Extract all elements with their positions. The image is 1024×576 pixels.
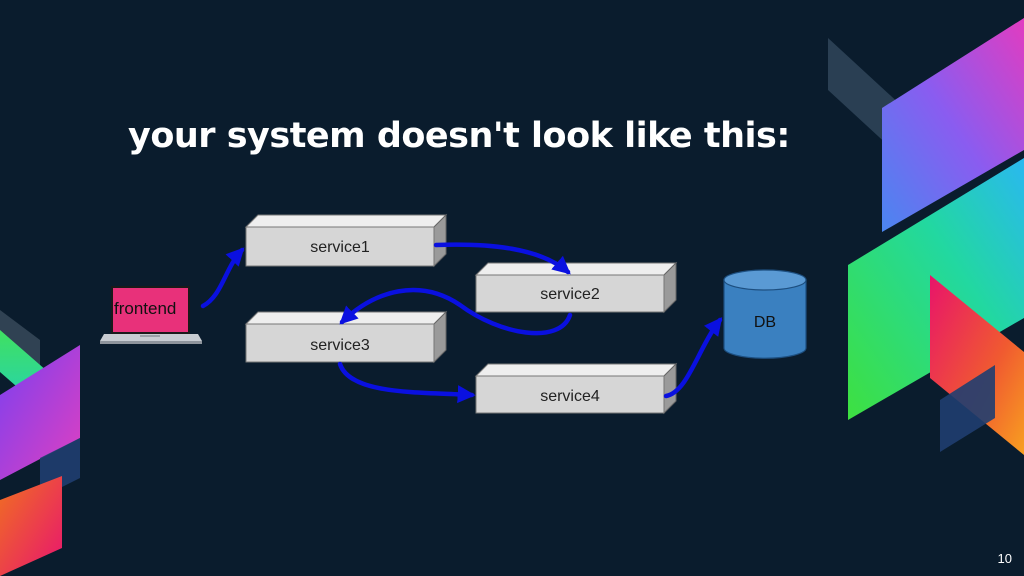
service4-box: service4 xyxy=(474,362,678,415)
service2-box: service2 xyxy=(474,261,678,314)
arrow-service3-to-service4 xyxy=(337,361,476,404)
service4-label: service4 xyxy=(540,388,600,405)
service1-box: service1 xyxy=(244,213,448,268)
frontend-label: frontend xyxy=(114,299,176,318)
arrow-service2-to-service3 xyxy=(339,287,573,336)
arrow-service4-to-db xyxy=(663,317,723,399)
service2-label: service2 xyxy=(540,286,600,303)
frontend-laptop-icon: frontend xyxy=(100,286,202,344)
db-label: DB xyxy=(754,314,776,331)
database-cylinder: DB xyxy=(723,269,807,359)
slide-title: your system doesn't look like this: xyxy=(128,116,790,156)
service1-label: service1 xyxy=(310,239,370,256)
service3-label: service3 xyxy=(310,337,370,354)
slide-number: 10 xyxy=(997,551,1012,566)
arrow-frontend-to-service1 xyxy=(200,247,245,309)
arrow-service1-to-service2 xyxy=(433,242,571,275)
